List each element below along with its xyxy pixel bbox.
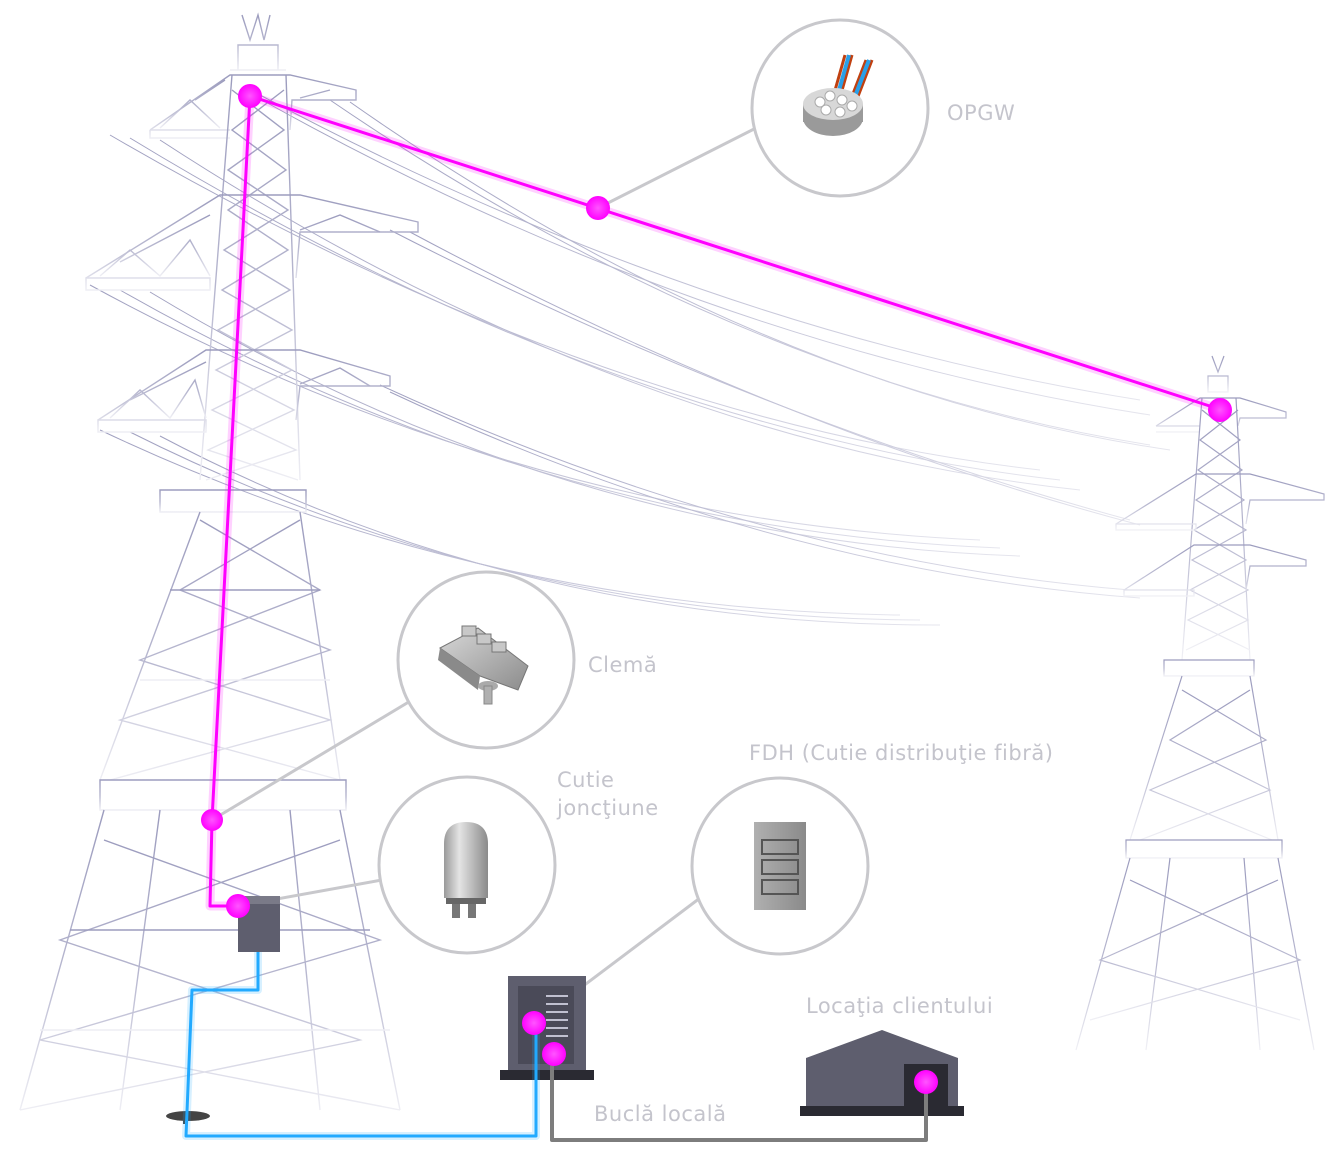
node-opgw [586, 196, 610, 220]
local-loop-path [550, 1055, 928, 1142]
label-clema: Clemă [588, 653, 658, 677]
magenta-fiber-path [205, 91, 1224, 911]
node-fdh [522, 1011, 546, 1035]
label-locatia-clientului: Locaţia clientului [806, 994, 994, 1018]
magenta-nodes [201, 84, 1232, 1094]
opgw-cable-icon [803, 54, 874, 136]
clamp-icon [438, 625, 529, 705]
power-lines [89, 94, 1171, 626]
fdh-cabinet [500, 976, 594, 1080]
node-customer [914, 1070, 938, 1094]
node-fdh-out [542, 1042, 566, 1066]
node-tower-top [238, 84, 262, 108]
fdh-cabinet-icon [754, 822, 806, 910]
transmission-tower-large [19, 12, 419, 1111]
transmission-tower-small [1075, 355, 1325, 1051]
node-junction [226, 894, 250, 918]
label-fdh: FDH (Cutie distribuţie fibră) [749, 741, 1054, 765]
label-bucla-locala: Buclă locală [594, 1102, 727, 1126]
splice-closure-icon [444, 822, 488, 918]
label-cutie-jonctiune: Cutie joncţiune [557, 768, 659, 820]
customer-building [800, 1030, 964, 1116]
label-opgw: OPGW [947, 101, 1016, 125]
node-small-tower [1208, 398, 1232, 422]
blue-fiber-path [182, 952, 540, 1140]
node-clamp [201, 809, 223, 831]
